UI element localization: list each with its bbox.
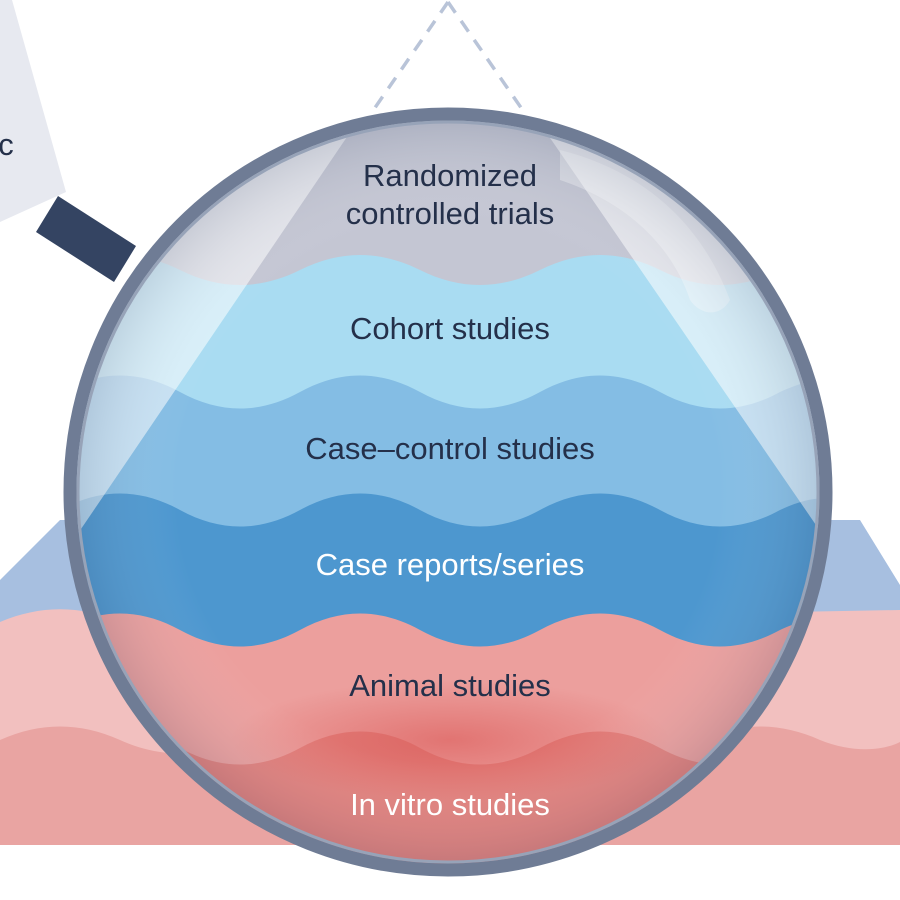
dashed-pyramid-outline-right [446, 1, 526, 113]
lens-rim [63, 107, 833, 877]
left-partial-label: c [0, 127, 14, 162]
glass-shade [72, 116, 824, 868]
left-partial-shape [0, 0, 66, 222]
lens-rim-inner [76, 120, 820, 864]
tier-label-case-control: Case–control studies [305, 431, 595, 466]
tier-label-in-vitro: In vitro studies [350, 787, 550, 822]
tier-label-rct-line1: Randomized [363, 158, 537, 193]
tier-label-cohort: Cohort studies [350, 311, 550, 346]
magnifier-handle [36, 196, 136, 282]
tier-label-case-reports: Case reports/series [316, 547, 585, 582]
left-partial-panel: c [0, 0, 66, 222]
dashed-pyramid-outline-left [370, 1, 450, 113]
tier-labels: Randomized controlled trials Cohort stud… [305, 158, 595, 822]
tier-label-animal: Animal studies [349, 668, 551, 703]
tier-label-rct-line2: controlled trials [346, 196, 554, 231]
